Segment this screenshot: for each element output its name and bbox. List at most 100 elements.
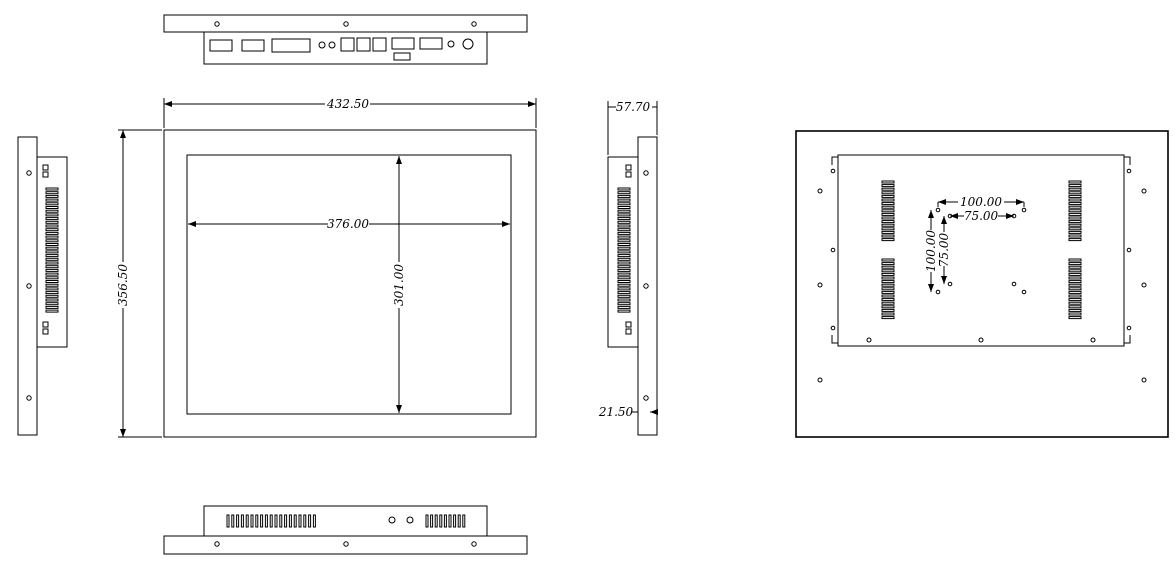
vent-slot (617, 294, 631, 298)
io-connectors (209, 37, 474, 61)
vent-slot (881, 305, 895, 309)
vent-slot (45, 206, 59, 209)
vent-slot (617, 298, 631, 302)
vent-slot (45, 224, 59, 228)
vent-slot (617, 224, 631, 228)
vent-slot (881, 283, 895, 287)
vent-slot (260, 514, 264, 528)
vent-slot (240, 514, 244, 528)
vent-slot (1068, 283, 1082, 287)
vent-slot (1068, 191, 1082, 195)
vent-slot (881, 287, 895, 291)
vent-slot (226, 514, 230, 528)
vent-slot (881, 234, 895, 238)
bottom-view (163, 505, 528, 555)
vent-slot (881, 180, 895, 184)
vent-slot (617, 291, 631, 295)
vent-slot (617, 268, 631, 272)
vent-slot (45, 268, 59, 272)
depth-label: 57.70 (616, 100, 651, 114)
vent-slot (45, 287, 59, 291)
vent-slot (617, 239, 631, 243)
vent-slot (617, 265, 631, 269)
vent-slot (881, 220, 895, 224)
vent-slot (430, 514, 434, 528)
vent-slot (284, 514, 288, 528)
vent-slot (1068, 301, 1082, 305)
vent-slot (881, 308, 895, 312)
vent-slot (881, 184, 895, 188)
vent-slot (881, 272, 895, 276)
vent-slot (617, 231, 631, 235)
vent-slot (617, 209, 631, 213)
vent-slot (1068, 272, 1082, 276)
vent-slot (1068, 276, 1082, 280)
vent-slot (881, 316, 895, 320)
vent-slot (45, 202, 59, 206)
vent-slot (617, 217, 631, 221)
vent-slot (1068, 194, 1082, 198)
vent-slot (881, 258, 895, 262)
vesa-outer-h-label: 100.00 (960, 195, 1002, 209)
vent-slot (617, 228, 631, 232)
vent-slot (617, 254, 631, 258)
vent-slot (1068, 305, 1082, 309)
vent-slot (250, 514, 254, 528)
vent-slot (453, 514, 457, 528)
overall-height-label: 356.50 (116, 264, 130, 306)
vent-slot (45, 250, 59, 254)
vent-slot (881, 198, 895, 202)
vent-slot (617, 302, 631, 306)
vent-slot (617, 220, 631, 224)
vent-slot (1068, 230, 1082, 234)
vent-slot (45, 276, 59, 280)
vent-slot (617, 272, 631, 276)
vent-slot (264, 514, 268, 528)
vent-slot (1068, 294, 1082, 298)
vent-slot (1068, 280, 1082, 284)
vent-slot (1068, 180, 1082, 184)
vent-slot (269, 514, 273, 528)
vent-slot (881, 191, 895, 195)
vent-slot (881, 212, 895, 216)
vent-slot (617, 257, 631, 261)
vent-slot (881, 312, 895, 316)
vent-slot (45, 257, 59, 261)
vent-slot (45, 194, 59, 198)
left-view (17, 136, 68, 436)
vent-slot (881, 265, 895, 269)
vent-slot (881, 294, 895, 298)
vent-slot (617, 309, 631, 313)
vesa-inner-v-label: 75.00 (937, 232, 951, 267)
vent-slot (881, 269, 895, 273)
vent-slot (881, 209, 895, 213)
vent-slot (881, 290, 895, 294)
vent-slot (425, 514, 429, 528)
vent-slot (1068, 298, 1082, 302)
vent-slot (881, 280, 895, 284)
vent-slot (881, 238, 895, 242)
vent-slot (45, 309, 59, 313)
vent-slot (881, 194, 895, 198)
vent-slot (45, 246, 59, 250)
vent-slot (617, 202, 631, 206)
screen-width-label: 376.00 (327, 217, 369, 231)
vent-slot (881, 223, 895, 227)
vent-slot (293, 514, 297, 528)
vent-slot (45, 265, 59, 269)
vent-slot (1068, 220, 1082, 224)
vent-slot (439, 514, 443, 528)
vent-slot (617, 243, 631, 246)
vent-slot (434, 514, 438, 528)
bezel-depth-label: 21.50 (598, 405, 634, 419)
vent-slot (45, 302, 59, 306)
vent-slot (1068, 205, 1082, 209)
vent-slot (45, 220, 59, 224)
vent-slot (881, 301, 895, 305)
vent-slot (617, 276, 631, 280)
front-view: 432.50 356.50 376.00 301.00 (116, 97, 537, 438)
vent-slot (1068, 209, 1082, 213)
vent-slot (462, 514, 466, 528)
vent-slot (1068, 216, 1082, 220)
